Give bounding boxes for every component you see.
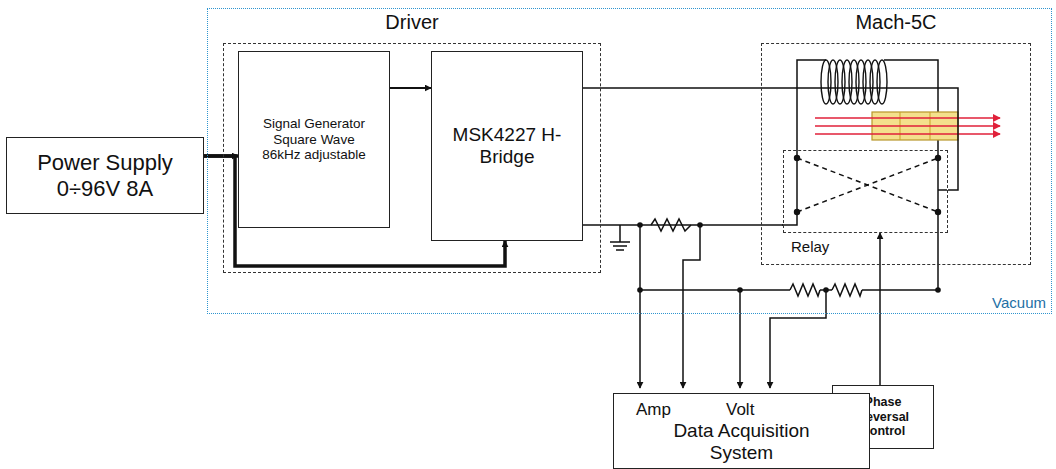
beam-arrow	[815, 125, 1000, 127]
divider-resistor	[832, 284, 862, 296]
signal-generator-box: Signal Generator Square Wave 86kHz adjus…	[238, 51, 390, 228]
junction-dot	[737, 287, 743, 293]
connector	[879, 233, 881, 385]
h-bridge-box: MSK4227 H-Bridge	[431, 51, 583, 241]
junction-dot	[637, 287, 643, 293]
volt-sense-wire	[640, 212, 938, 290]
box-label: Data Acquisition System	[652, 420, 832, 464]
junction-dot	[823, 287, 829, 293]
volt-sense-wire	[770, 290, 826, 388]
vacuum-region: Signal Generator Square Wave 86kHz adjus…	[207, 8, 1052, 314]
relay-cross	[797, 158, 938, 212]
plasma-beam	[815, 112, 1000, 140]
driver-group: Signal Generator Square Wave 86kHz adjus…	[223, 11, 601, 273]
relay-terminal	[935, 155, 941, 161]
beam-arrow	[815, 133, 1000, 135]
resistor-ground	[790, 284, 820, 296]
box-label: Signal Generator Square Wave 86kHz adjus…	[259, 116, 369, 163]
box-label: Power Supply	[37, 150, 173, 175]
beam-arrow	[815, 117, 1000, 119]
connector	[390, 87, 431, 89]
box-label: Volt	[726, 400, 754, 420]
power-supply-box: Power Supply0÷96V 8A	[6, 137, 204, 214]
coil	[821, 60, 887, 104]
group-heading: Mach-5C	[761, 11, 1031, 34]
relay-group: Relay	[783, 150, 948, 258]
box-label: MSK4227 H-Bridge	[451, 124, 563, 168]
amp-sense-wire	[639, 225, 641, 388]
coil-lead	[884, 60, 938, 158]
dashed-outline	[761, 43, 1031, 265]
relay-terminal	[935, 209, 941, 215]
group-heading: Driver	[223, 11, 601, 34]
ground-symbol	[610, 225, 630, 250]
group-heading: Relay	[791, 238, 829, 255]
box-label: Amp	[636, 400, 671, 420]
relay-contact	[796, 158, 798, 212]
connector	[583, 224, 783, 226]
box-label: 0÷96V 8A	[57, 176, 153, 201]
divider-resistor	[790, 284, 820, 296]
relay-terminal	[794, 155, 800, 161]
relay-outline	[783, 150, 948, 233]
relay-contact	[937, 158, 939, 212]
junctions	[637, 155, 941, 293]
junction-dot	[935, 287, 941, 293]
data-acquisition-box: Amp VoltData Acquisition System	[613, 393, 870, 469]
amp-sense-wire	[683, 225, 700, 388]
layout-wires	[610, 60, 947, 388]
connector	[583, 88, 958, 190]
volt-sense-wire	[739, 290, 741, 388]
group-heading: Vacuum	[992, 294, 1046, 311]
thruster-group: Relay Mach-5C	[761, 11, 1031, 265]
relay-wire	[938, 189, 947, 191]
relay-terminal	[794, 209, 800, 215]
resistors	[651, 219, 862, 296]
coil-winding	[877, 60, 887, 104]
